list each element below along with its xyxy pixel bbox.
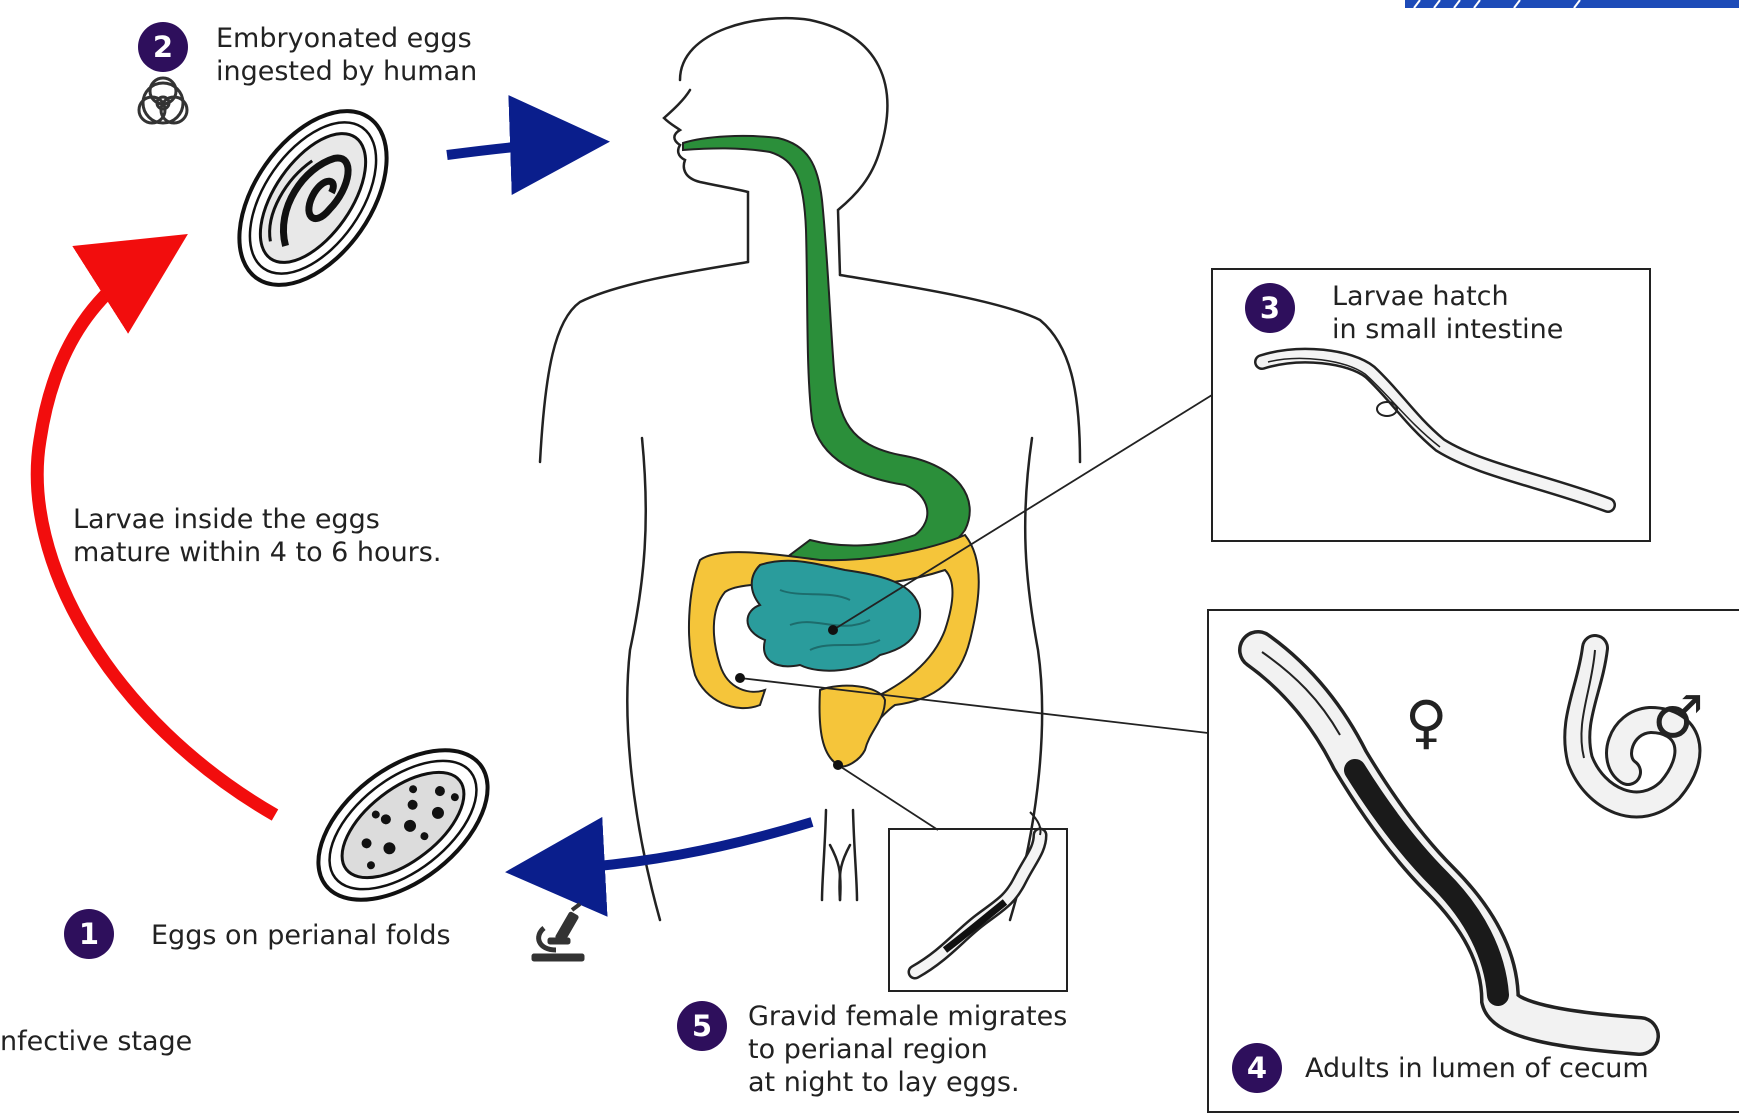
embryonated-egg-illustration: [209, 84, 416, 311]
step-2-badge: 2: [138, 22, 188, 72]
biohazard-icon: [139, 78, 187, 123]
step-5-label: Gravid female migrates to perianal regio…: [748, 1000, 1067, 1099]
human-body-outline: [540, 18, 1080, 920]
corner-stripe-decoration: [1405, 0, 1739, 8]
microscope-icon: [532, 904, 584, 961]
step-1-label: Eggs on perianal folds: [151, 919, 451, 952]
rectum: [820, 686, 885, 767]
maturation-note: Larvae inside the eggs mature within 4 t…: [73, 503, 441, 569]
step-4-badge: 4: [1232, 1043, 1282, 1093]
step-3-badge: 3: [1245, 283, 1295, 333]
female-symbol: ♀: [1405, 693, 1447, 751]
step-3-label: Larvae hatch in small intestine: [1332, 280, 1563, 346]
male-symbol: ♂: [1652, 688, 1704, 746]
legend-infective-stage: nfective stage: [0, 1025, 192, 1058]
arrow-to-perianal: [545, 822, 812, 870]
step-2-label: Embryonated eggs ingested by human: [216, 22, 477, 88]
perianal-egg-illustration: [291, 721, 514, 930]
esophagus-stomach: [683, 136, 970, 572]
arrow-ingestion: [447, 143, 570, 155]
step-5-badge: 5: [677, 1001, 727, 1051]
step-4-label: Adults in lumen of cecum: [1305, 1052, 1649, 1085]
gravid-female-panel: [888, 828, 1068, 992]
step-1-badge: 1: [64, 909, 114, 959]
